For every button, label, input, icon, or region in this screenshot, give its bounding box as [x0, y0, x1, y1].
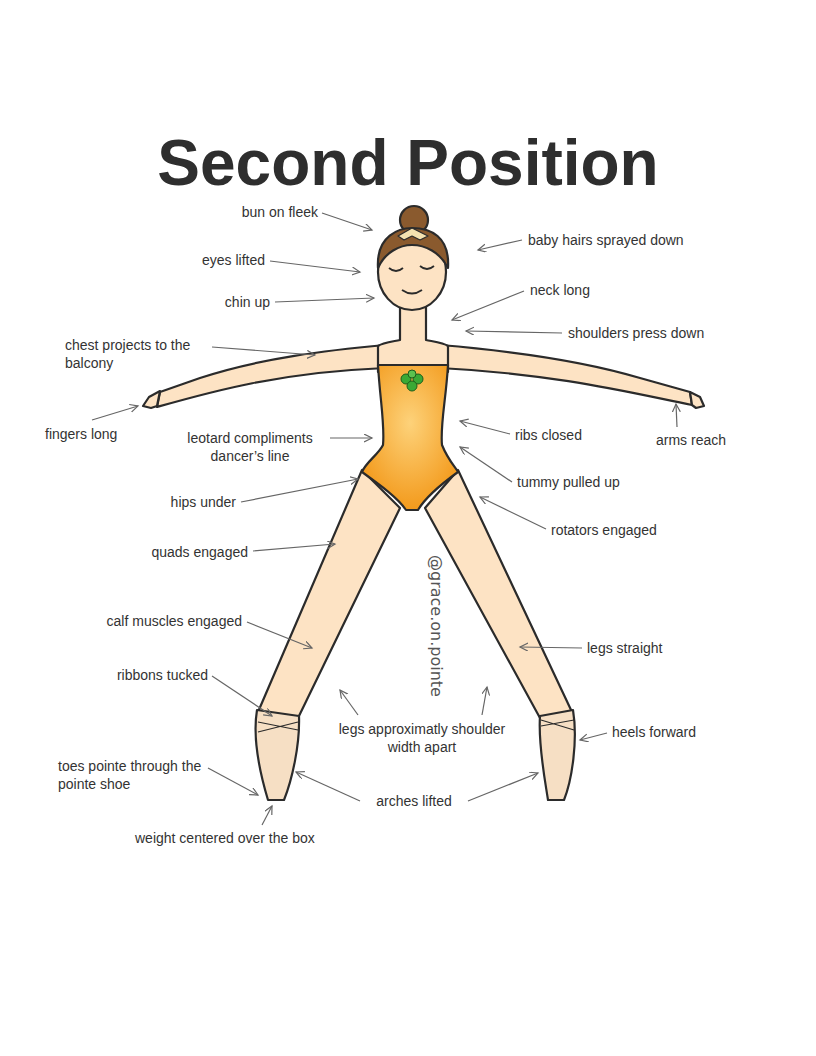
- leader-line: [262, 806, 272, 825]
- leader-line: [478, 240, 522, 250]
- callout-label: baby hairs sprayed down: [528, 231, 684, 249]
- right-hand: [690, 392, 704, 408]
- callout-label: leotard compliments dancer’s line: [175, 429, 325, 465]
- watermark: @grace.on.pointe: [426, 555, 446, 697]
- right-leg: [425, 470, 572, 718]
- title: Second Position: [0, 126, 816, 200]
- leader-line: [322, 213, 372, 230]
- leader-line: [212, 347, 315, 355]
- callout-label: rotators engaged: [551, 521, 657, 539]
- callout-label: bun on fleek: [242, 203, 318, 221]
- callout-label: quads engaged: [151, 543, 248, 561]
- callout-label: calf muscles engaged: [107, 612, 242, 630]
- label-anchor: tummy pulled up: [517, 473, 620, 491]
- leader-line: [241, 479, 358, 502]
- leader-line: [468, 773, 538, 801]
- callout-label: weight centered over the box: [135, 829, 315, 847]
- label-anchor: toes pointe through the pointe shoe: [58, 757, 203, 793]
- left-hand: [143, 391, 160, 408]
- callout-label: fingers long: [45, 425, 117, 443]
- label-anchor: @grace.on.pointe: [426, 555, 446, 697]
- left-arm: [157, 345, 385, 407]
- leader-line: [520, 647, 582, 648]
- label-anchor: neck long: [530, 281, 590, 299]
- leader-line: [253, 544, 335, 551]
- callout-label: arches lifted: [364, 792, 464, 810]
- callout-label: tummy pulled up: [517, 473, 620, 491]
- leader-line: [340, 690, 358, 715]
- leader-line: [480, 497, 546, 529]
- leader-line: [92, 406, 138, 420]
- label-anchor: fingers long: [45, 425, 117, 443]
- label-anchor: leotard compliments dancer’s line: [175, 429, 325, 465]
- leader-line: [676, 404, 677, 427]
- label-anchor: legs approximatly shoulder width apart: [337, 720, 507, 756]
- callout-label: legs straight: [587, 639, 662, 657]
- leader-line: [460, 447, 512, 482]
- callout-label: neck long: [530, 281, 590, 299]
- callout-label: chin up: [225, 293, 270, 311]
- left-leg: [258, 470, 400, 718]
- label-anchor: hips under: [171, 493, 236, 511]
- leader-line: [460, 421, 510, 434]
- label-anchor: arches lifted: [364, 792, 464, 810]
- callout-label: ribbons tucked: [117, 666, 208, 684]
- leader-line: [482, 687, 487, 715]
- leader-line: [247, 622, 312, 648]
- label-anchor: legs straight: [587, 639, 662, 657]
- callout-label: heels forward: [612, 723, 696, 741]
- leader-line: [296, 772, 360, 801]
- callout-label: hips under: [171, 493, 236, 511]
- hair: [378, 228, 448, 268]
- callout-label: toes pointe through the pointe shoe: [58, 757, 203, 793]
- label-anchor: ribbons tucked: [117, 666, 208, 684]
- leader-line: [208, 768, 258, 795]
- leotard: [362, 365, 458, 510]
- label-anchor: chest projects to the balcony: [65, 336, 207, 372]
- callout-label: shoulders press down: [568, 324, 704, 342]
- callout-label: eyes lifted: [202, 251, 265, 269]
- callout-label: arms reach: [656, 431, 726, 449]
- title-anchor: Second Position: [0, 126, 816, 200]
- leader-line: [330, 437, 372, 438]
- leader-line: [212, 676, 272, 716]
- leader-line: [452, 291, 524, 320]
- callout-label: legs approximatly shoulder width apart: [337, 720, 507, 756]
- headpiece: [398, 228, 428, 240]
- label-anchor: heels forward: [612, 723, 696, 741]
- label-anchor: calf muscles engaged: [107, 612, 242, 630]
- label-anchor: eyes lifted: [202, 251, 265, 269]
- leader-line: [580, 733, 607, 740]
- label-anchor: ribs closed: [515, 426, 582, 444]
- label-anchor: baby hairs sprayed down: [528, 231, 684, 249]
- closed-eyes: [389, 266, 434, 271]
- leader-line: [275, 298, 374, 302]
- callout-label: ribs closed: [515, 426, 582, 444]
- brooch: [401, 370, 423, 391]
- right-arm: [440, 345, 692, 405]
- label-anchor: quads engaged: [151, 543, 248, 561]
- label-anchor: shoulders press down: [568, 324, 704, 342]
- label-anchor: weight centered over the box: [135, 829, 315, 847]
- label-anchor: rotators engaged: [551, 521, 657, 539]
- smile: [402, 290, 422, 294]
- label-anchor: bun on fleek: [242, 203, 318, 221]
- leader-line: [466, 331, 562, 333]
- dancer-figure: [143, 206, 704, 800]
- label-anchor: chin up: [225, 293, 270, 311]
- callout-label: chest projects to the balcony: [65, 336, 207, 372]
- leader-line: [270, 261, 360, 272]
- label-anchor: arms reach: [656, 431, 726, 449]
- leader-lines: [92, 213, 677, 825]
